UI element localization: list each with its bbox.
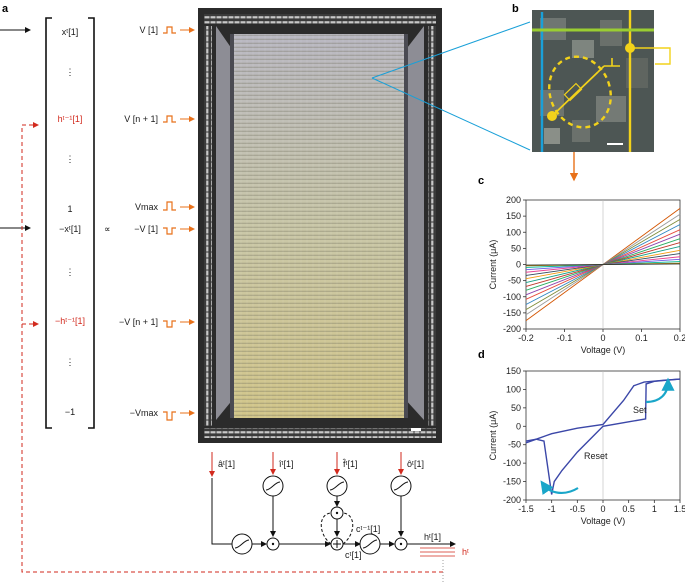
zoom-line-top [371, 21, 531, 79]
chart-c: -0.2 -0.1 0 0.1 0.2 200 150 100 50 0 -50 -100 -150 -2… [488, 195, 685, 355]
x-tick-label: -0.5 [570, 504, 586, 514]
pulse-icon [163, 26, 176, 34]
iv-curve-line [525, 263, 681, 266]
vector-bracket-right [88, 17, 95, 429]
x-tick-label: 0.5 [622, 504, 635, 514]
gate-f-label: f̂ᵗ[1] [342, 459, 357, 469]
y-tick-label: -100 [503, 292, 521, 302]
proportional-symbol: ∝ [104, 224, 110, 234]
vector-bracket-left [45, 17, 52, 429]
gate-i-label: îᵗ[1] [278, 459, 293, 469]
feedback-loop-h [21, 122, 443, 573]
y-tick-label: -50 [508, 440, 521, 450]
hysteresis-curve [525, 378, 681, 444]
y-tick-label: -200 [503, 495, 521, 505]
voltage-label: −V [1] [134, 224, 158, 234]
hysteresis-curve [525, 378, 681, 495]
pulse-icon [163, 115, 176, 123]
gate-o-label: ôᵗ[1] [407, 459, 424, 469]
pulse-icon [163, 320, 176, 328]
y-tick-label: 100 [506, 227, 521, 237]
c-curr-label: cᵗ[1] [345, 550, 361, 560]
vector-entry: ⋮ [66, 154, 75, 164]
x-tick-label: 0.1 [635, 333, 648, 343]
x-tick-label: -0.1 [557, 333, 573, 343]
y-tick-label: 200 [506, 195, 521, 205]
pulse-icon [163, 227, 176, 235]
voltage-label: Vmax [135, 202, 159, 212]
set-arrow [645, 377, 675, 404]
set-annotation: Set [633, 405, 647, 415]
vector-entry: ⋮ [66, 357, 75, 367]
input-vector: xᵗ[1] ⋮ hᵗ⁻¹[1] ⋮ 1 −xᵗ[1] ⋮ −hᵗ⁻¹[1] ⋮ −1 [55, 27, 85, 417]
y-tick-label: 50 [511, 243, 521, 253]
y-tick-label: 100 [506, 384, 521, 394]
vector-entry: 1 [67, 204, 72, 214]
h-vector-label: hᵗ [462, 547, 469, 557]
y-tick-label: 0 [516, 421, 521, 431]
voltage-label: V [n + 1] [124, 114, 158, 124]
reset-annotation: Reset [584, 451, 608, 461]
vector-entry: −xᵗ[1] [59, 224, 81, 234]
x-tick-label: 1.5 [674, 504, 685, 514]
y-tick-label: -150 [503, 477, 521, 487]
y-tick-label: 150 [506, 366, 521, 376]
y-tick-label: -150 [503, 308, 521, 318]
y-axis-label: Current (μA) [488, 411, 498, 461]
y-tick-label: -50 [508, 276, 521, 286]
reset-arrow [540, 480, 579, 495]
y-axis-label: Current (μA) [488, 240, 498, 290]
cell-micrograph [532, 10, 654, 152]
crossbar-chip-image [198, 8, 442, 443]
voltage-label: −Vmax [130, 408, 159, 418]
x-axis-label: Voltage (V) [581, 345, 626, 355]
voltage-labels: V [1] V [n + 1] Vmax −V [1] −V [n + 1] −Vmax [119, 25, 195, 421]
x-tick-label: 1 [652, 504, 657, 514]
pulse-icon [163, 201, 176, 211]
zoom-line-bottom [371, 77, 531, 151]
vector-entry: ⋮ [66, 67, 75, 77]
vector-entry: xᵗ[1] [62, 27, 78, 37]
voltage-label: −V [n + 1] [119, 317, 158, 327]
c-prev-label: cᵗ⁻¹[1] [356, 524, 380, 534]
y-tick-label: 150 [506, 211, 521, 221]
voltage-label: V [1] [139, 25, 158, 35]
vector-entry: hᵗ⁻¹[1] [58, 114, 83, 124]
panel-label-b: b [512, 3, 519, 15]
vector-entry: −hᵗ⁻¹[1] [55, 316, 85, 326]
lstm-circuit: âᵗ[1] îᵗ[1] f̂ᵗ[1] cᵗ⁻¹[1] cᵗ[1] [209, 452, 469, 583]
x-tick-label: 0 [600, 333, 605, 343]
gate-a-label: âᵗ[1] [218, 459, 235, 469]
yellow-lead [630, 47, 671, 65]
h-out-label: hᵗ[1] [424, 532, 441, 542]
x-tick-label: 0.2 [674, 333, 685, 343]
panel-label-c: c [478, 175, 484, 187]
x-tick-label: -0.2 [518, 333, 534, 343]
vector-entry: −1 [65, 407, 75, 417]
y-tick-label: 50 [511, 403, 521, 413]
y-tick-label: -100 [503, 458, 521, 468]
y-tick-label: -200 [503, 324, 521, 334]
panel-label-a: a [2, 3, 9, 15]
pulse-icon [163, 411, 176, 421]
x-tick-label: 0 [600, 504, 605, 514]
x-tick-label: -1 [548, 504, 556, 514]
chart-d: -1.5 -1 -0.5 0 0.5 1 1.5 150 100 50 0 -50 -100 -150 -2… [488, 366, 685, 526]
x-axis-label: Voltage (V) [581, 516, 626, 526]
panel-label-d: d [478, 349, 485, 361]
vector-entry: ⋮ [66, 267, 75, 277]
y-tick-label: 0 [516, 260, 521, 270]
x-tick-label: -1.5 [518, 504, 534, 514]
